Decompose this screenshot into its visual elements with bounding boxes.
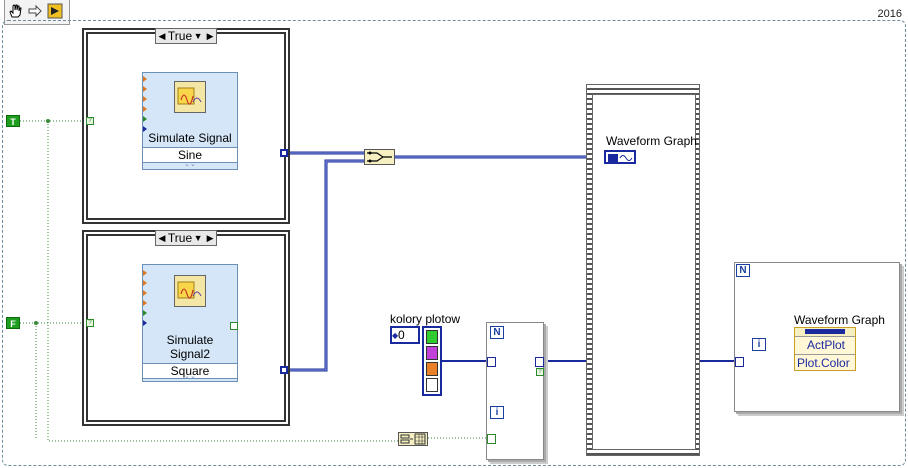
selector-left-icon[interactable]: ◀ — [158, 232, 166, 243]
prop-plot-color[interactable]: Plot.Color — [797, 356, 850, 370]
bool-tunnel-in — [487, 434, 496, 444]
true-constant[interactable]: T — [6, 115, 20, 127]
case1-output-tunnel — [280, 149, 288, 157]
simulate-signal2-output[interactable]: Square — [143, 363, 237, 379]
index-spinner-icon[interactable]: ◆ — [392, 330, 399, 340]
false-constant[interactable]: F — [6, 317, 20, 329]
diagram-frame — [2, 20, 906, 466]
for-loop-iteration: i — [490, 406, 504, 419]
simulate-signal2-icon — [174, 275, 206, 307]
input-terminals-icon — [143, 270, 147, 326]
hand-icon[interactable] — [6, 2, 24, 20]
simulate-signal-title: Simulate Signal — [148, 131, 232, 145]
prop-actplot[interactable]: ActPlot — [795, 337, 855, 355]
indexing-tunnel-out — [535, 357, 544, 367]
merge-icon — [367, 151, 392, 163]
expand-chevron-icon[interactable]: ⌄⌄ — [184, 161, 196, 168]
waveform-graph-label: Waveform Graph — [606, 134, 697, 148]
case1-selector-terminal: ? — [86, 117, 94, 125]
selector-right-icon[interactable]: ▶ — [206, 30, 214, 41]
selector-dropdown-icon[interactable]: ▼ — [193, 31, 203, 41]
case-selector-2-value: True — [167, 231, 193, 245]
for-loop-small — [486, 322, 544, 460]
simulate-signal2-title-line1: Simulate — [166, 333, 214, 347]
merge-signals-node[interactable] — [364, 149, 395, 165]
for-loop-big-tunnel — [735, 357, 744, 367]
build-array-icon — [400, 433, 426, 445]
simulate-signal2-title-line2: Signal2 — [169, 347, 211, 361]
case-selector-1-value: True — [167, 29, 193, 43]
color-box-white[interactable] — [426, 378, 438, 392]
selector-dropdown-icon[interactable]: ▼ — [193, 233, 203, 243]
case-selector-1[interactable]: ◀ True ▼ ▶ — [155, 28, 217, 44]
reference-icon — [805, 329, 845, 334]
expand-chevron-icon[interactable]: ⌄⌄ — [184, 373, 196, 380]
simulate-signal-output[interactable]: Sine — [143, 147, 237, 163]
waveform-graph-terminal[interactable] — [604, 150, 636, 164]
selector-left-icon[interactable]: ◀ — [158, 30, 166, 41]
for-loop-count[interactable]: N — [490, 326, 504, 339]
waveform-icon — [608, 154, 633, 162]
input-terminal-icon — [230, 322, 238, 330]
color-box-green[interactable] — [426, 330, 438, 344]
simulate-signal2-vi[interactable]: Simulate Signal2 Square ⌄⌄ — [142, 264, 238, 382]
build-array-node[interactable] — [398, 432, 428, 446]
version-label: 2016 — [875, 8, 904, 20]
simulate-signal-icon — [174, 81, 206, 113]
array-index-display[interactable]: ◆ 0 — [390, 326, 420, 344]
conditional-terminal: ? — [536, 368, 544, 376]
array-constant-label: kolory plotow — [390, 312, 461, 326]
arrow-icon[interactable] — [26, 2, 44, 20]
simulate-signal-vi[interactable]: Simulate Signal Sine ⌄⌄ — [142, 72, 238, 170]
property-node[interactable]: ActPlot Plot.Color — [794, 327, 856, 371]
color-box-orange[interactable] — [426, 362, 438, 376]
case2-selector-terminal: ? — [86, 319, 94, 327]
property-node-header — [795, 328, 855, 337]
property-node-label: Waveform Graph — [794, 313, 885, 327]
case2-output-tunnel — [280, 366, 288, 374]
array-index-value: 0 — [398, 328, 405, 342]
color-box-purple[interactable] — [426, 346, 438, 360]
indexing-tunnel-in — [487, 357, 496, 367]
case-selector-2[interactable]: ◀ True ▼ ▶ — [155, 230, 217, 246]
for-loop-big-iteration: i — [752, 338, 766, 351]
run-icon[interactable] — [46, 2, 64, 20]
array-constant[interactable] — [422, 326, 442, 396]
for-loop-big-count[interactable]: N — [736, 264, 750, 277]
input-terminals-icon — [143, 76, 147, 132]
selector-right-icon[interactable]: ▶ — [206, 232, 214, 243]
